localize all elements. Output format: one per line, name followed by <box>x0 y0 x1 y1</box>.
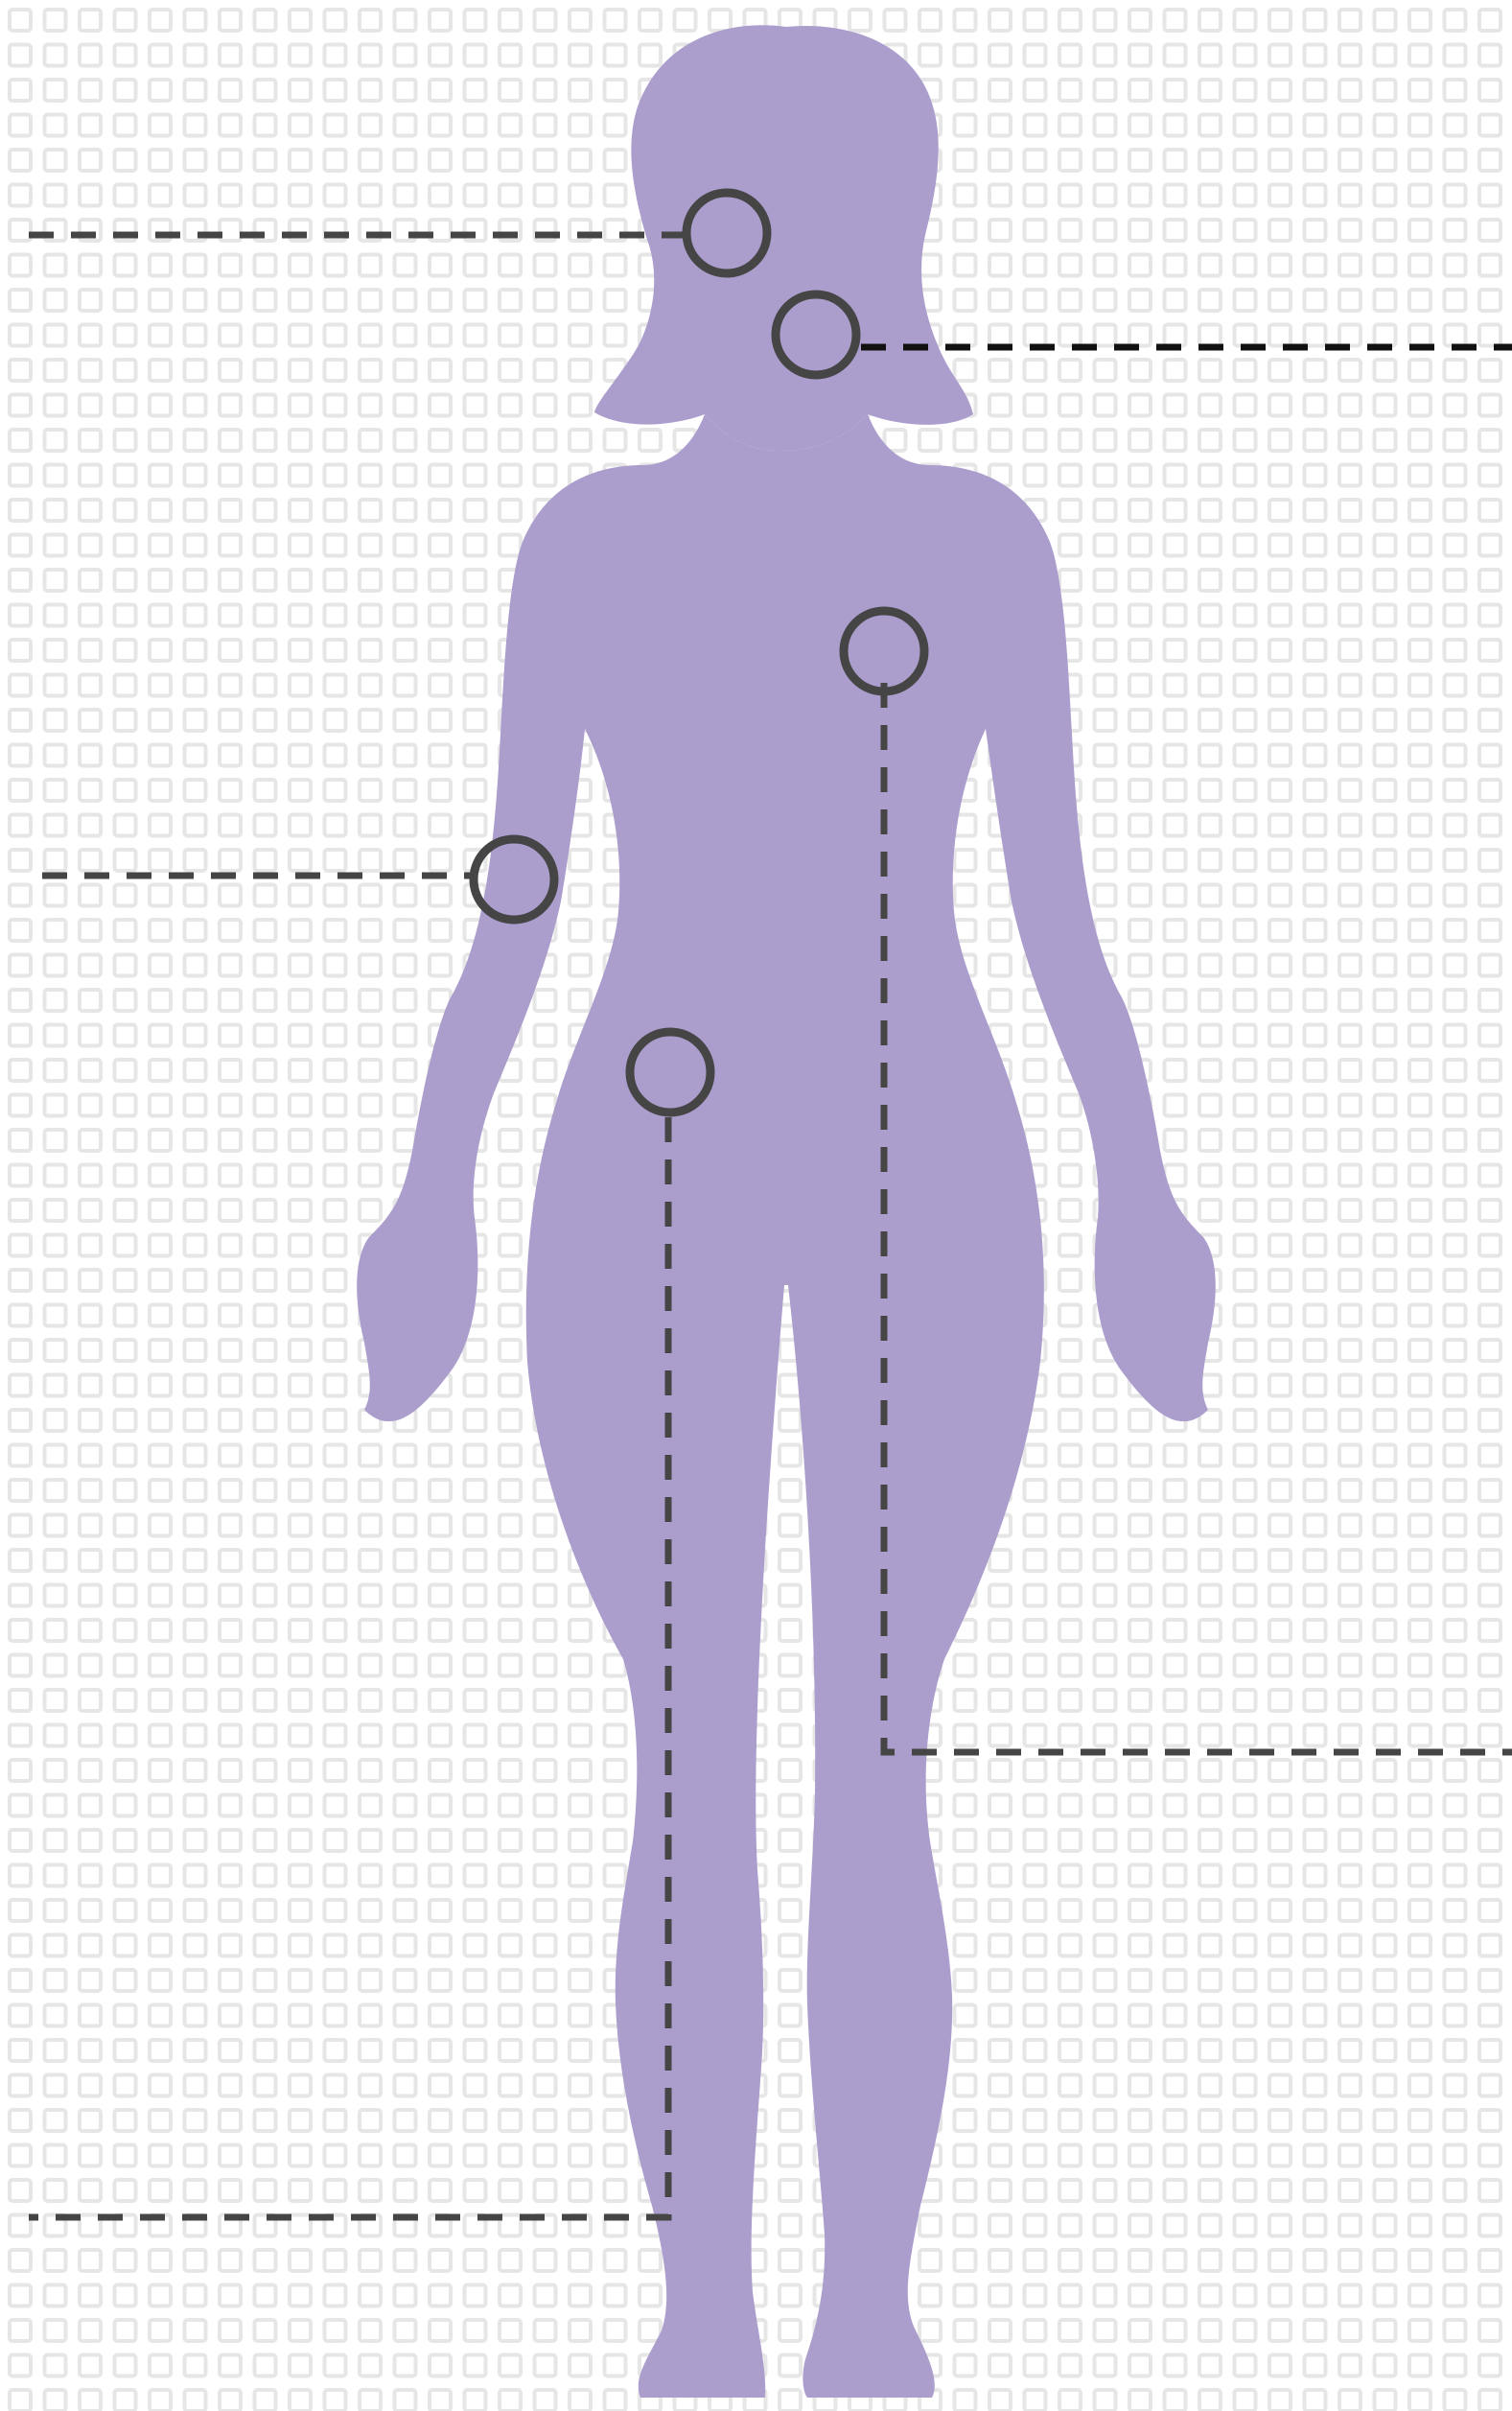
head-hair-shape <box>594 25 973 451</box>
